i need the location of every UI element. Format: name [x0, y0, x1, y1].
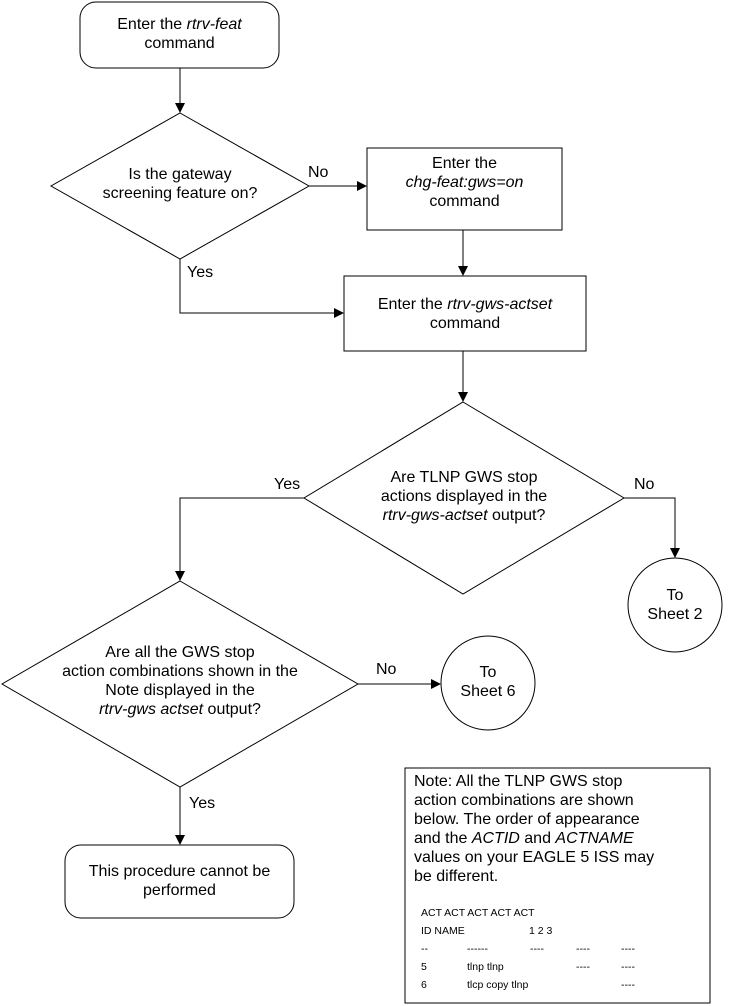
edge-tlnp-no	[624, 497, 680, 558]
end-node-shape	[64, 844, 295, 919]
to-sheet6-label: To Sheet 6	[460, 664, 516, 700]
decision-all-label: Are all the GWS stop action combinations…	[62, 644, 298, 718]
note-box: Note: All the TLNP GWS stop action combi…	[405, 768, 710, 1003]
rtrv-actset-node-label: Enter the rtrv-gws-actset command	[377, 296, 553, 332]
note-box-shape	[404, 767, 711, 1004]
edge-label-gws-no: No	[308, 164, 329, 181]
edge-tlnp-yes	[175, 497, 304, 581]
note-text: Note: All the TLNP GWS stop action combi…	[414, 773, 655, 885]
decision-gws-label: Is the gateway screening feature on?	[102, 166, 258, 202]
edge-gws-yes	[179, 259, 344, 318]
end-node-label: This procedure cannot be performed	[88, 863, 271, 899]
decision-tlnp-shape	[303, 401, 625, 595]
edge-label-all-no: No	[376, 661, 397, 678]
to-sheet6-connector-shape	[440, 635, 536, 731]
decision-tlnp-label: Are TLNP GWS stop actions displayed in t…	[380, 469, 548, 524]
rtrv-actset-node-shape	[343, 275, 587, 352]
chg-feat-node-label: Enter the chg-feat:gws=on command	[405, 155, 524, 210]
start-node-label: Enter the rtrv-feat command	[117, 16, 242, 52]
edge-label-tlnp-yes: Yes	[274, 476, 301, 493]
edge-label-tlnp-no: No	[634, 476, 655, 493]
edge-label-all-yes: Yes	[189, 795, 216, 812]
chg-feat-node-shape	[366, 147, 563, 231]
edge-label-gws-yes: Yes	[187, 264, 214, 281]
to-sheet2-connector-shape	[627, 557, 723, 653]
to-sheet2-label: To Sheet 2	[647, 587, 703, 623]
